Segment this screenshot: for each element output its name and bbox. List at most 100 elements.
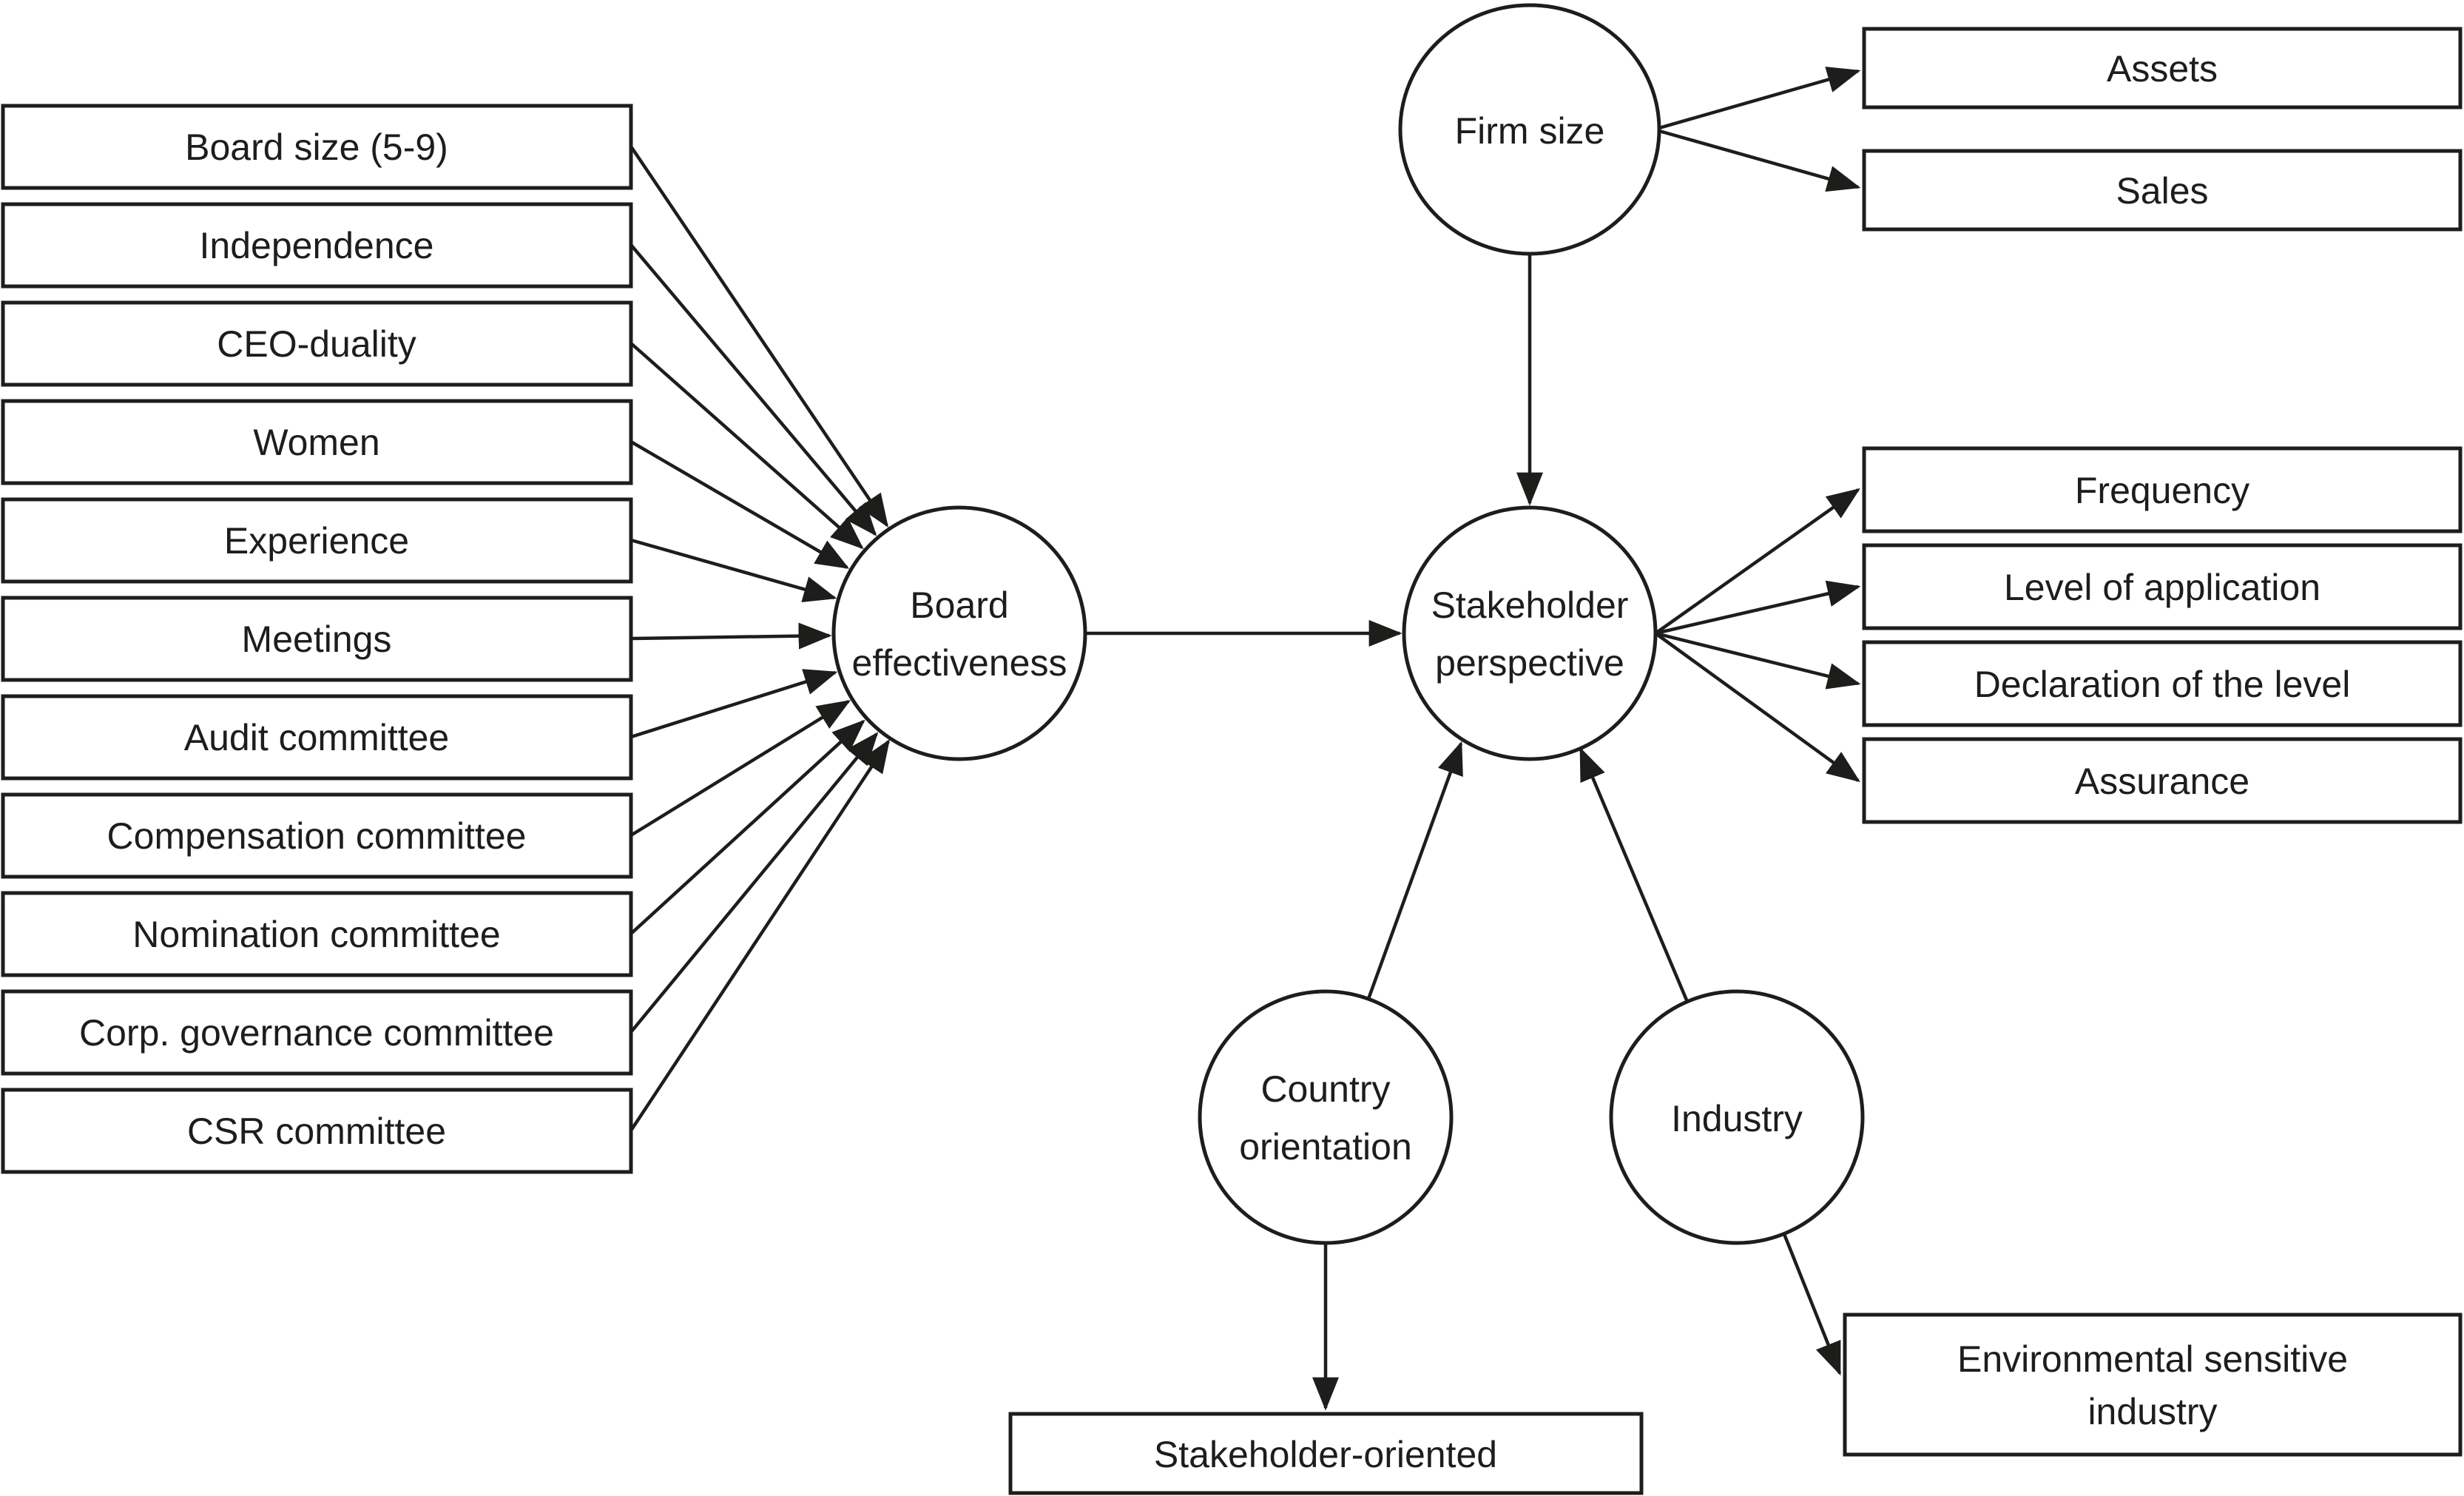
audit-committee-label: Audit committee <box>184 717 449 758</box>
arrow-board-size-to-board-effectiveness <box>629 145 889 528</box>
board-effectiveness-label-line1: Board <box>910 584 1008 626</box>
arrow-stakeholder-to-assurance <box>1654 632 1860 783</box>
arrow-nomination-committee-to-board-effectiveness <box>629 719 865 935</box>
stakeholder-indicator-boxes: Frequency Level of application Declarati… <box>1862 446 2463 824</box>
arrow-stakeholder-to-level-of-application <box>1655 580 1861 636</box>
independence-box <box>1 202 633 289</box>
latent-node-industry: Industry <box>1609 989 1865 1245</box>
arrow-ceo-duality-to-board-effectiveness <box>629 342 864 550</box>
arrow-country-orientation-to-stakeholder-perspective <box>1366 741 1463 1000</box>
stakeholder-perspective-circle <box>1402 505 1658 761</box>
sales-box <box>1862 149 2463 232</box>
stakeholder-oriented-label: Stakeholder-oriented <box>1154 1434 1497 1475</box>
stakeholder-perspective-label-line1: Stakeholder <box>1431 584 1629 626</box>
indicator-box-stakeholder-oriented: Stakeholder-oriented <box>1008 1412 1644 1495</box>
indicator-box-independence: Independence <box>1 202 633 289</box>
arrow-women-to-board-effectiveness <box>629 440 850 569</box>
indicator-box-csr-committee: CSR committee <box>1 1088 633 1174</box>
experience-label: Experience <box>224 520 409 562</box>
assets-box <box>1862 27 2463 109</box>
indicator-box-women: Women <box>1 399 633 485</box>
stakeholder-oriented-box <box>1008 1412 1644 1495</box>
meetings-label: Meetings <box>242 619 392 660</box>
arrow-audit-committee-to-board-effectiveness <box>630 669 838 739</box>
indicator-box-assets: Assets <box>1862 27 2463 109</box>
independence-label: Independence <box>200 225 434 266</box>
environmental-sensitive-industry-label-line1: Environmental sensitive <box>1957 1338 2348 1380</box>
indicator-box-compensation-committee: Compensation committee <box>1 792 633 879</box>
assurance-label: Assurance <box>2075 761 2249 802</box>
board-indicator-boxes: Board size (5-9) Independence CEO-dualit… <box>1 104 633 1174</box>
indicator-box-audit-committee: Audit committee <box>1 694 633 781</box>
board-effectiveness-label-line2: effectiveness <box>852 642 1067 684</box>
sales-label: Sales <box>2116 170 2208 212</box>
latent-node-country-orientation: Country orientation <box>1198 989 1454 1245</box>
indicator-box-level-of-application: Level of application <box>1862 543 2463 630</box>
ceo-duality-box <box>1 300 633 387</box>
declaration-of-the-level-box <box>1862 640 2463 727</box>
board-indicator-arrows <box>629 145 890 1132</box>
arrow-firm-size-to-sales <box>1653 127 1861 192</box>
arrow-compensation-committee-to-board-effectiveness <box>629 700 851 837</box>
frequency-label: Frequency <box>2075 470 2249 511</box>
latent-node-firm-size: Firm size <box>1398 3 1661 256</box>
indicator-box-board-size: Board size (5-9) <box>1 104 633 190</box>
indicator-box-ceo-duality: CEO-duality <box>1 300 633 387</box>
arrow-firm-size-to-assets <box>1653 67 1861 132</box>
arrow-industry-to-environmental-sensitive-industry <box>1782 1233 1842 1376</box>
experience-box <box>1 497 633 584</box>
csr-committee-box <box>1 1088 633 1174</box>
indicator-box-declaration-of-the-level: Declaration of the level <box>1862 640 2463 727</box>
industry-circle <box>1609 989 1865 1245</box>
women-box <box>1 399 633 485</box>
indicator-box-frequency: Frequency <box>1862 446 2463 533</box>
stakeholder-perspective-label-line2: perspective <box>1435 642 1624 684</box>
indicator-box-nomination-committee: Nomination committee <box>1 891 633 977</box>
arrow-independence-to-board-effectiveness <box>629 243 877 536</box>
indicator-box-environmental-sensitive-industry: Environmental sensitive industry <box>1843 1313 2463 1457</box>
country-orientation-label-line2: orientation <box>1239 1126 1412 1168</box>
country-orientation-circle <box>1198 989 1454 1245</box>
indicator-box-corp-governance-committee: Corp. governance committee <box>1 989 633 1076</box>
meetings-box <box>1 596 633 682</box>
csr-committee-label: CSR committee <box>187 1111 446 1152</box>
women-label: Women <box>253 422 379 463</box>
arrow-meetings-to-board-effectiveness <box>630 622 832 650</box>
board-size-label: Board size (5-9) <box>185 127 448 168</box>
ceo-duality-label: CEO-duality <box>217 323 416 365</box>
declaration-of-the-level-label: Declaration of the level <box>1974 664 2351 705</box>
indicator-box-assurance: Assurance <box>1862 737 2463 824</box>
environmental-sensitive-industry-box <box>1843 1313 2463 1457</box>
assurance-box <box>1862 737 2463 824</box>
assets-label: Assets <box>2107 48 2218 90</box>
audit-committee-box <box>1 694 633 781</box>
country-orientation-label-line1: Country <box>1260 1068 1390 1110</box>
arrow-industry-to-stakeholder-perspective <box>1579 747 1690 1003</box>
arrow-corp-governance-committee-to-board-effectiveness <box>629 732 879 1034</box>
arrow-stakeholder-to-frequency <box>1654 488 1860 635</box>
environmental-sensitive-industry-label-line2: industry <box>2087 1391 2217 1432</box>
structural-arrows <box>1085 254 1690 1003</box>
firm-size-indicator-arrows <box>1653 67 1861 192</box>
board-effectiveness-circle <box>831 505 1087 761</box>
latent-node-board-effectiveness: Board effectiveness <box>831 505 1087 761</box>
indicator-box-meetings: Meetings <box>1 596 633 682</box>
compensation-committee-label: Compensation committee <box>107 815 527 857</box>
arrow-csr-committee-to-board-effectiveness <box>629 738 890 1132</box>
latent-node-stakeholder-perspective: Stakeholder perspective <box>1402 505 1658 761</box>
indicator-box-experience: Experience <box>1 497 633 584</box>
corp-governance-committee-box <box>1 989 633 1076</box>
firm-size-circle <box>1398 3 1661 256</box>
firm-size-label: Firm size <box>1455 110 1605 152</box>
corp-governance-committee-label: Corp. governance committee <box>79 1012 554 1054</box>
arrow-stakeholder-to-declaration-of-the-level <box>1655 631 1861 690</box>
board-size-box <box>1 104 633 190</box>
compensation-committee-box <box>1 792 633 879</box>
arrow-experience-to-board-effectiveness <box>630 538 837 603</box>
industry-label: Industry <box>1671 1098 1803 1139</box>
firm-size-indicator-boxes: Assets Sales <box>1862 27 2463 232</box>
stakeholder-indicator-arrows <box>1654 488 1861 783</box>
bottom-indicator-arrows <box>1312 1233 1842 1411</box>
indicator-box-sales: Sales <box>1862 149 2463 232</box>
